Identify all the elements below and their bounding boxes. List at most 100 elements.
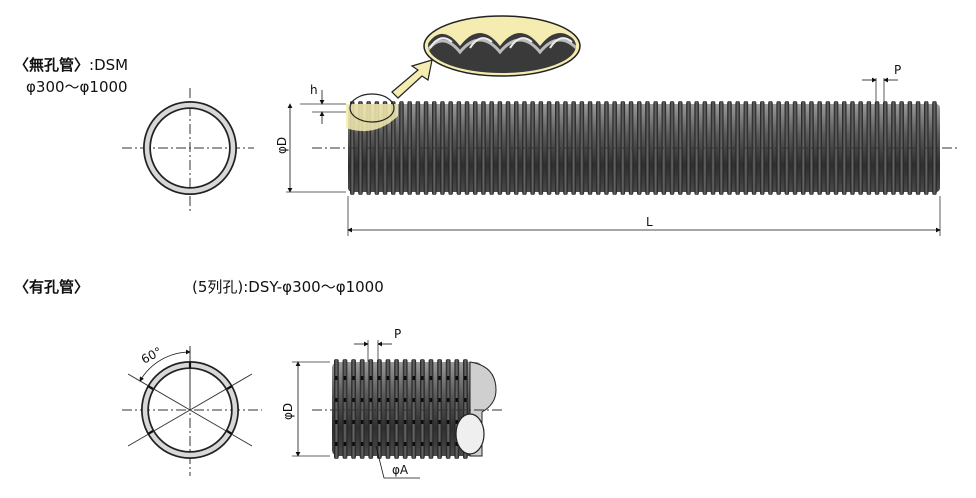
corrugation-rib [596, 101, 601, 195]
section2-title: 〈有孔管〉 [14, 278, 90, 296]
corrugation-rib [932, 101, 937, 195]
dimension-lines-1 [286, 77, 941, 236]
corrugation-rib [645, 101, 650, 195]
dim-p-label-2: P [394, 327, 401, 341]
perforation-hole [352, 376, 355, 380]
corrugation-rib [686, 101, 691, 195]
corrugation-rib [866, 101, 872, 195]
perforation-hole [403, 420, 407, 424]
perforation-hole [455, 442, 459, 446]
perforation-hole [395, 442, 398, 446]
perforation-hole [429, 420, 433, 424]
perforation-hole [403, 376, 407, 380]
corrugation-rib [428, 359, 434, 459]
perforation-hole [421, 398, 424, 402]
perforation-hole [343, 420, 347, 424]
dim-h-label: h [310, 83, 318, 97]
perforation-hole [360, 376, 364, 380]
corrugation-rib [555, 101, 560, 195]
corrugation-rib [464, 101, 470, 195]
solid-pipe-side-view [312, 93, 958, 195]
corrugation-rib [505, 101, 511, 195]
perforation-hole [438, 442, 441, 446]
corrugation-rib [579, 101, 585, 195]
section1-title: 〈無孔管〉:DSM [14, 56, 129, 74]
dim-phid-label-2: φD [281, 403, 295, 420]
corrugation-rib [415, 101, 421, 195]
perforation-hole [360, 442, 364, 446]
perforation-hole [429, 442, 433, 446]
perforation-hole [360, 420, 364, 424]
corrugation-rib [385, 359, 391, 459]
perforation-hole [438, 376, 441, 380]
corrugation-rib [448, 101, 453, 195]
perforation-hole [343, 376, 347, 380]
solid-pipe-cross-section [122, 88, 254, 214]
dim-phid-label-1: φD [275, 137, 289, 154]
perforation-hole [412, 442, 416, 446]
perforation-hole [464, 376, 467, 380]
perforation-hole [352, 420, 355, 424]
perforation-hole [421, 442, 424, 446]
callout-arrow-icon [391, 59, 433, 99]
perforation-hole [378, 420, 381, 424]
perforation-hole [421, 376, 424, 380]
corrugation-rib [334, 359, 339, 459]
corrugation-rib [368, 359, 374, 459]
perforation-hole [438, 398, 441, 402]
perforation-hole [369, 420, 373, 424]
perforation-hole [369, 442, 373, 446]
corrugation-rib [489, 101, 494, 195]
perforation-hole [395, 376, 398, 380]
perforation-hole [412, 420, 416, 424]
perforation-hole [369, 376, 373, 380]
section1-range: φ300～φ1000 [26, 78, 128, 96]
perforation-hole [412, 376, 416, 380]
perforation-hole [395, 420, 398, 424]
perforation-hole [455, 376, 459, 380]
perforation-hole [421, 420, 424, 424]
corrugation-rib [792, 101, 798, 195]
perforation-hole [464, 398, 467, 402]
perforation-hole [343, 398, 347, 402]
perforation-hole [386, 376, 390, 380]
corrugation-rib [735, 101, 740, 195]
corrugation-rib [359, 359, 365, 459]
corrugation-rib [411, 359, 417, 459]
corrugation-rib [351, 359, 356, 459]
corrugation-rib [377, 359, 382, 459]
perforation-hole [378, 442, 381, 446]
corrugation-rib [445, 359, 451, 459]
corrugation-rib [825, 101, 831, 195]
dim-phia-label: φA [392, 463, 409, 477]
perforation-hole [395, 398, 398, 402]
perforation-hole [386, 442, 390, 446]
perforation-hole [335, 420, 338, 424]
perforation-hole [335, 442, 338, 446]
perforation-hole [352, 398, 355, 402]
perforation-hole [352, 442, 355, 446]
perforation-hole [446, 420, 450, 424]
corrugation-rib [394, 359, 399, 459]
perforation-hole [446, 376, 450, 380]
corrugation-rib [437, 359, 442, 459]
perforation-hole [455, 398, 459, 402]
section1-code: :DSM [89, 56, 129, 74]
corrugation-rib [915, 101, 921, 195]
perforation-hole [412, 398, 416, 402]
perforation-hole [360, 398, 364, 402]
corrugation-rib [402, 359, 408, 459]
perforation-hole [446, 398, 450, 402]
corrugation-rib [538, 101, 544, 195]
perforation-hole [403, 442, 407, 446]
perforation-hole [429, 376, 433, 380]
perforation-hole [455, 420, 459, 424]
corrugation-detail-callout [391, 15, 581, 99]
perforation-hole [343, 442, 347, 446]
corrugation-rib [399, 101, 404, 195]
perforation-hole [369, 398, 373, 402]
perforation-hole [438, 420, 441, 424]
dim-l-label: L [646, 215, 653, 229]
perforation-hole [446, 442, 450, 446]
